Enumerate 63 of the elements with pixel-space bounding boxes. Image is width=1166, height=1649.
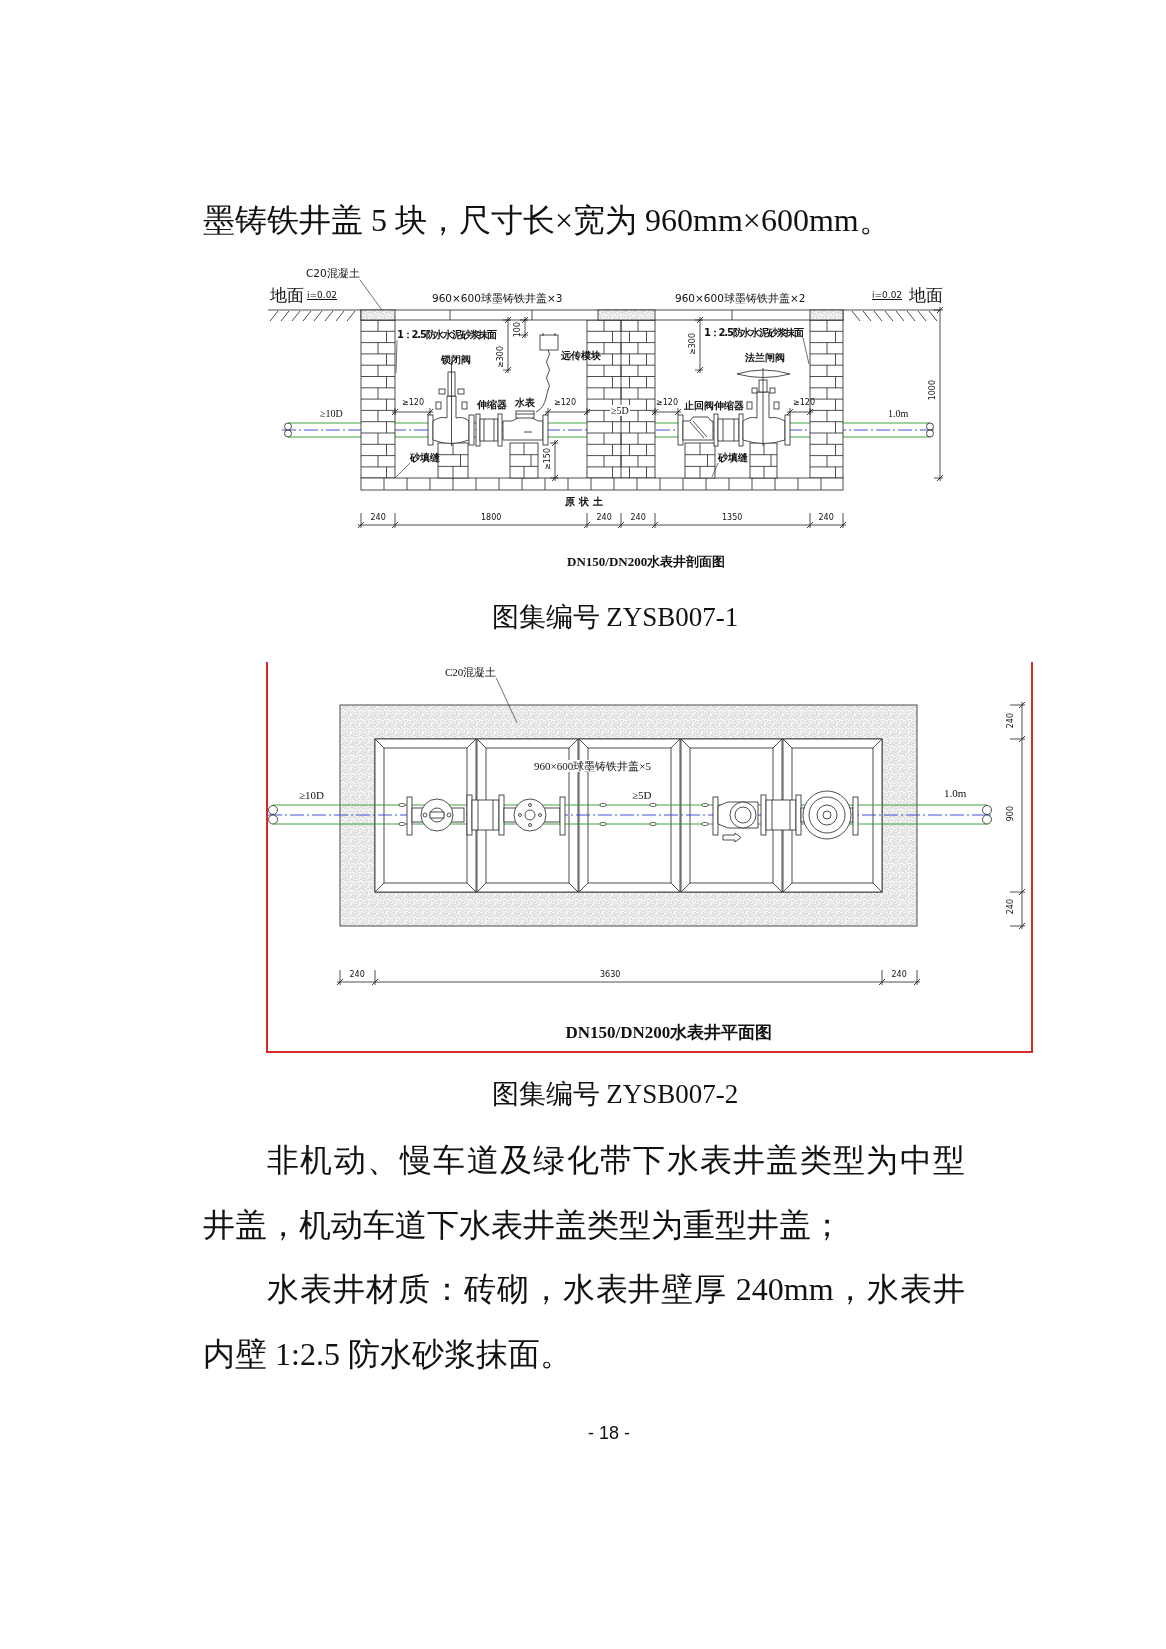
figure-caption: DN150/DN200水表井剖面图 [567, 555, 726, 570]
dimension-label: 240 [1007, 899, 1016, 915]
part-label: 伸缩器 [714, 400, 744, 411]
cover-label: 960×600球墨铸铁井盖×2 [675, 293, 806, 305]
pipe-length-label: ≥10D [299, 789, 324, 802]
ground-label: 地面 [270, 287, 304, 306]
dimension-label: 240 [370, 514, 386, 523]
body-text: 水表井材质：砖砌，水表井壁厚 240mm，水表井内壁 1:2.5 防水砂浆抹面。 [203, 1270, 965, 1374]
slope-label: i=0.02 [307, 291, 338, 301]
pipe-length-label: ≥5D [632, 789, 652, 802]
dimension-label: 240 [630, 514, 646, 523]
dimension-label: ≥120 [656, 399, 678, 408]
dimension-label: 240 [1007, 713, 1016, 729]
dimension-label: 1000 [929, 380, 938, 401]
body-text: 非机动、慢车道及绿化带下水表井盖类型为中型井盖，机动车道下水表井盖类型为重型井盖； [203, 1141, 965, 1245]
figure-caption: DN150/DN200水表井平面图 [565, 1024, 773, 1043]
dimension-label: 900 [1007, 806, 1016, 822]
cover-label: 960×600球墨铸铁井盖×3 [432, 293, 563, 305]
page-number: - 18 - [588, 1424, 630, 1444]
part-label: 法兰闸阀 [745, 352, 785, 363]
pipe-length-label: ≥10D [320, 408, 343, 419]
leader-line [496, 677, 518, 724]
dimension-label: ≥150 [544, 448, 553, 470]
dimension-label: 240 [891, 971, 907, 980]
concrete-cap [360, 309, 396, 321]
slope-label: i=0.02 [872, 291, 903, 301]
part-label: 水表 [515, 397, 535, 408]
part-label: 锁闭阀 [441, 354, 471, 365]
dimension-label: 240 [818, 514, 834, 523]
callout-label: 砂填缝 [410, 452, 440, 463]
leader-line [802, 337, 810, 365]
dimension-label: ≥300 [689, 333, 698, 355]
dimension-label: ≥120 [402, 399, 424, 408]
dimension-label: 1350 [722, 514, 743, 523]
dimension-label: 1800 [481, 514, 502, 523]
dimension-label: ≥300 [497, 346, 506, 368]
pipe-length-label: 1.0m [888, 408, 909, 419]
drawing-number: 图集编号 ZYSB007-1 [491, 603, 739, 633]
dimension-label: 240 [349, 971, 365, 980]
pipe-length-label: ≥5D [610, 405, 630, 416]
leader-line [395, 462, 411, 478]
dimension-label: ≥120 [554, 399, 576, 408]
callout-label: 砂填缝 [718, 452, 748, 463]
dimension-label: 100 [514, 322, 523, 338]
dimension-label: 3630 [600, 971, 621, 980]
ground-label: 地面 [909, 287, 943, 306]
part-label: 伸缩器 [477, 399, 507, 410]
drawing-number: 图集编号 ZYSB007-2 [491, 1080, 739, 1110]
pipe-length-label: 1.0m [944, 787, 967, 800]
part-label: 止回阀 [684, 400, 714, 411]
leader-line [395, 339, 398, 374]
callout-label: C20混凝土 [306, 268, 360, 280]
cover-label: 960×600球墨铸铁井盖×5 [533, 760, 652, 773]
dimension-label: ≥120 [793, 399, 815, 408]
part-label: 远传模块 [561, 350, 601, 361]
leader-line [711, 462, 719, 478]
body-text: 墨铸铁井盖 5 块，尺寸长×宽为 960mm×600mm。 [203, 203, 891, 239]
callout-label: 1：2.5防水水泥砂浆抹面 [397, 329, 497, 340]
soil-label: 原状土 [565, 496, 607, 507]
leader-line [359, 279, 383, 311]
callout-label: C20混凝土 [445, 666, 497, 679]
callout-label: 1：2.5防水水泥砂浆抹面 [704, 327, 804, 338]
dimension-label: 240 [596, 514, 612, 523]
